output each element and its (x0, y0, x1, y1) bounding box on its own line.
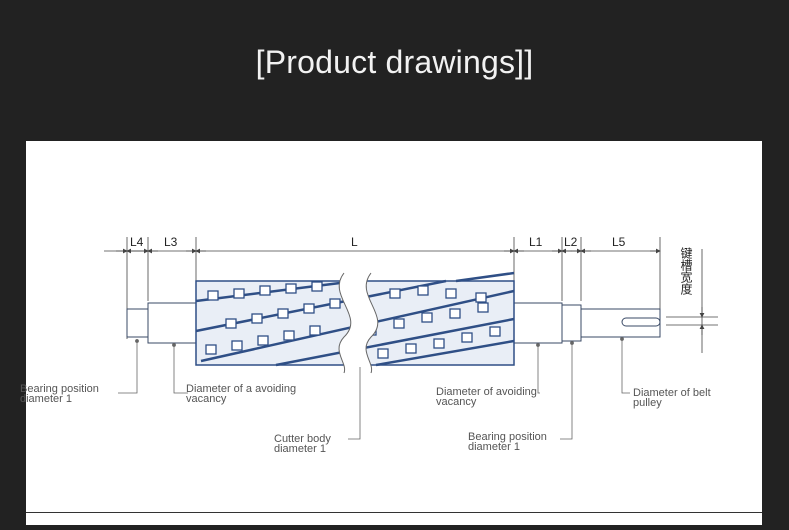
page-title: [Product drawings]] (255, 44, 534, 80)
shaft (126, 302, 661, 344)
dim-l5: L5 (612, 235, 626, 249)
dim-l: L (351, 235, 358, 249)
left-bearing-journal (126, 308, 149, 338)
svg-text:pulley: pulley (633, 397, 662, 409)
dim-l1: L1 (529, 235, 543, 249)
right-avoid-section (513, 302, 563, 344)
product-drawing: L4 L3 L L1 L2 L5 键槽宽度 (20, 235, 718, 455)
svg-text:Bearing position: Bearing position (20, 383, 99, 395)
dim-keyway-width: 键槽宽度 (679, 247, 693, 295)
svg-text:diameter 1: diameter 1 (274, 443, 326, 455)
label-belt-pulley: Diameter of belt pulley (633, 387, 711, 409)
svg-text:Cutter body: Cutter body (274, 433, 331, 445)
drawing-panel: L4 L3 L L1 L2 L5 键槽宽度 (20, 141, 762, 525)
dim-l4: L4 (130, 235, 144, 249)
svg-text:vacancy: vacancy (186, 393, 227, 405)
label-bearing-left: Bearing position diameter 1 (20, 383, 99, 405)
svg-text:vacancy: vacancy (436, 396, 477, 408)
dim-l3: L3 (164, 235, 178, 249)
leader-lines (118, 337, 630, 440)
svg-text:Diameter of avoiding: Diameter of avoiding (436, 386, 537, 398)
svg-text:Diameter of belt: Diameter of belt (633, 387, 711, 399)
left-avoid-section (147, 302, 197, 344)
label-avoid-left: Diameter of a avoiding vacancy (186, 383, 296, 405)
right-bearing-journal (561, 304, 582, 342)
svg-text:Bearing position: Bearing position (468, 431, 547, 443)
keyway-slot (621, 317, 661, 327)
svg-text:Diameter of a avoiding: Diameter of a avoiding (186, 383, 296, 395)
label-avoid-right: Diameter of avoiding vacancy (436, 386, 537, 408)
cutter-body (195, 271, 515, 374)
dimension-lines (104, 237, 718, 353)
svg-text:diameter 1: diameter 1 (468, 441, 520, 453)
label-bearing-right: Bearing position diameter 1 (468, 431, 547, 453)
dim-l2: L2 (564, 235, 578, 249)
panel-bottom-rule (26, 512, 762, 513)
label-cutter-body: Cutter body diameter 1 (274, 433, 331, 455)
svg-text:diameter 1: diameter 1 (20, 393, 72, 405)
